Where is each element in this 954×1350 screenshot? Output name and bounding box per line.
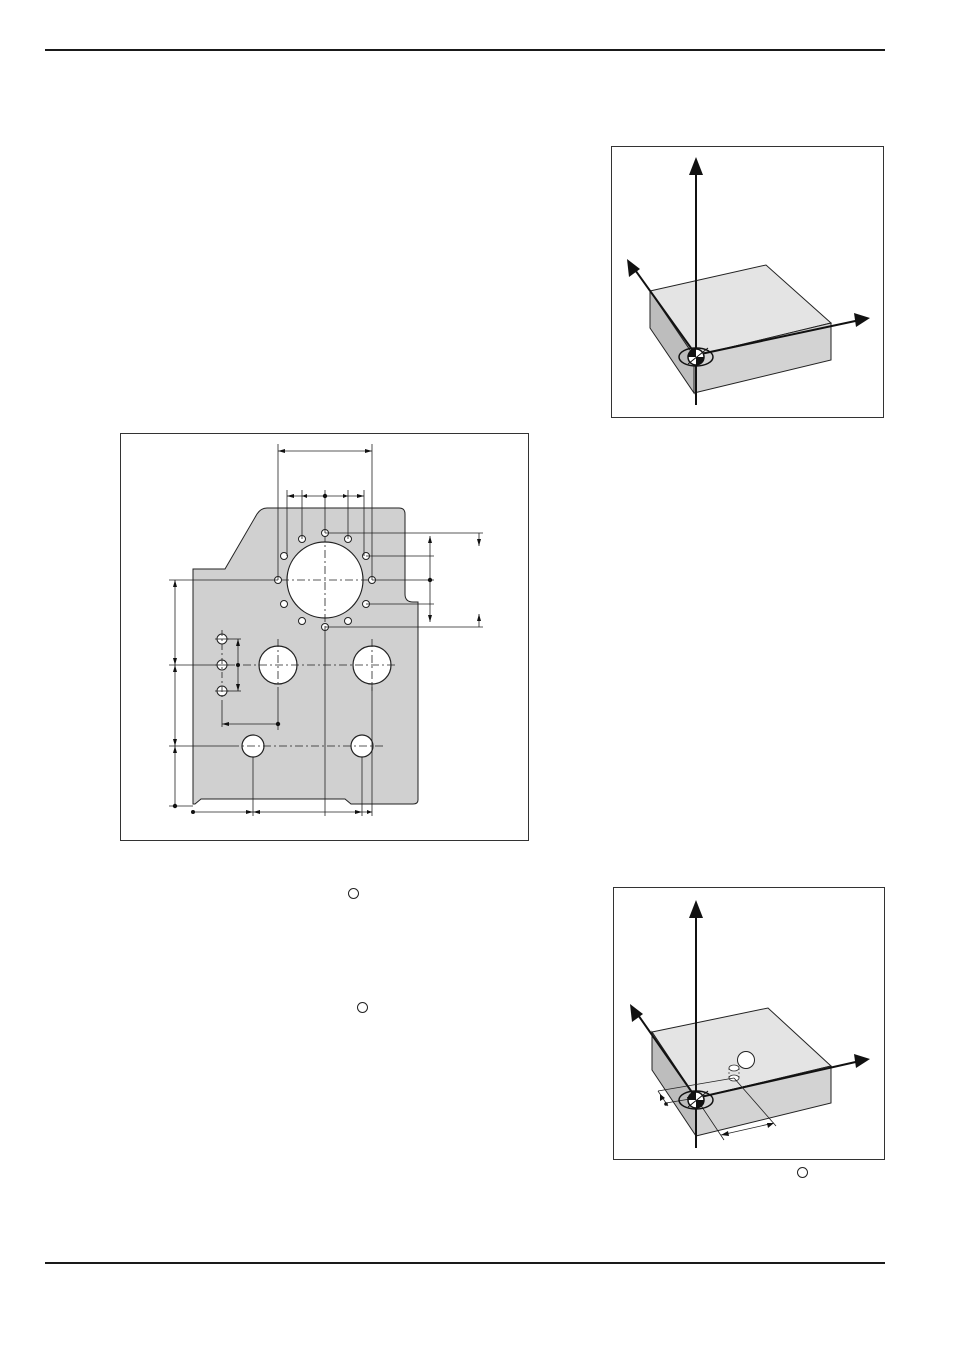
datum-ring (678, 1090, 714, 1110)
datum-ring (678, 347, 714, 367)
circle-marker-icon (797, 1167, 808, 1178)
dimension-dots (172, 493, 433, 814)
dimension-lines (169, 444, 483, 816)
y-axis-arrow (627, 259, 640, 277)
x-axis-arrow (854, 1054, 870, 1068)
circle-marker-icon (348, 888, 359, 899)
footer-rule (45, 1262, 885, 1264)
header-rule (45, 49, 885, 51)
x-axis-arrow (854, 313, 870, 327)
3d-workpiece-illustration (627, 157, 870, 405)
z-axis-arrow (689, 900, 703, 918)
3d-offset-workpiece-illustration (630, 900, 870, 1148)
z-axis-arrow (689, 157, 703, 175)
circle-marker-icon (737, 1051, 755, 1069)
figure-3d-datum (611, 146, 884, 418)
dimension-arrows (173, 449, 481, 814)
figure-workpiece-drawing (120, 433, 529, 841)
y-axis-arrow (630, 1004, 643, 1022)
circle-marker-icon (357, 1002, 368, 1013)
figure-3d-offset-datum (613, 887, 885, 1160)
workpiece-dimension-drawing (169, 444, 483, 816)
block-front-face (693, 322, 832, 394)
